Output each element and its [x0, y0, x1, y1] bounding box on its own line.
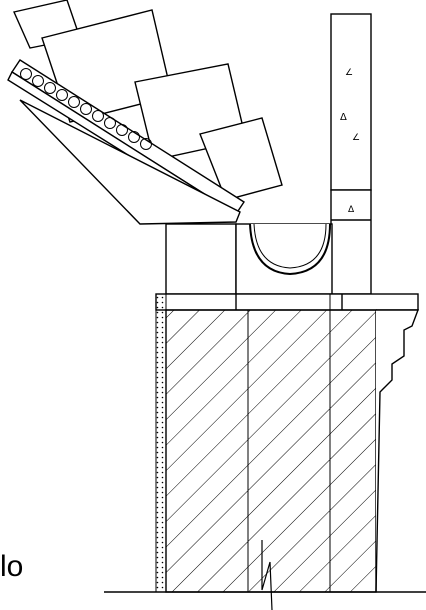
wall-render-strip — [155, 293, 167, 593]
cropped-label-text: lo — [0, 550, 24, 583]
svg-text:∠: ∠ — [352, 133, 360, 143]
wall-hatched — [165, 309, 377, 593]
roof-tile — [199, 117, 283, 201]
cornice-molding — [375, 309, 420, 593]
gutter-inner — [253, 223, 327, 269]
parapet-column: Δ ∠ ∠ Δ — [330, 13, 372, 295]
roof-assembly — [7, 0, 283, 225]
slab-top — [155, 293, 419, 311]
insulation-circles — [20, 68, 152, 150]
roof-underside — [19, 99, 241, 225]
svg-text:∠: ∠ — [345, 68, 353, 78]
svg-text:Δ: Δ — [340, 112, 347, 123]
break-mark — [261, 540, 273, 610]
svg-text:Δ: Δ — [348, 205, 355, 215]
